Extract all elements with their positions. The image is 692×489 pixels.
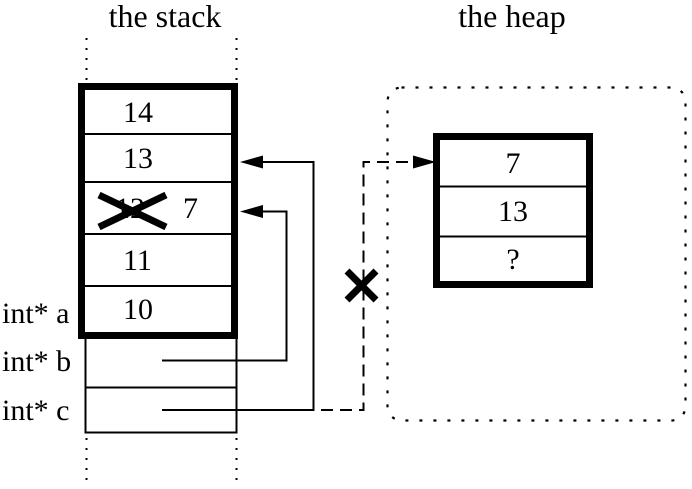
heap-cell-value: 13 — [498, 195, 528, 228]
stack-cell-value: 14 — [123, 96, 153, 129]
heap-box — [433, 133, 593, 288]
variable-labels: int* a int* b int* c — [2, 297, 71, 427]
stack-cell-value: 10 — [123, 293, 153, 326]
stack-region-boundary — [85, 38, 238, 487]
pointer-c-arrowhead-icon — [240, 155, 263, 169]
stack-title: the stack — [109, 0, 222, 34]
dangling-pointer-arrow — [321, 155, 436, 411]
cross-out-x-icon — [97, 191, 168, 231]
variable-label-c: int* c — [2, 394, 70, 427]
heap-block — [433, 133, 593, 288]
heap-title: the heap — [458, 0, 566, 34]
invalid-x-stroke — [344, 268, 379, 303]
variable-label-b: int* b — [2, 345, 71, 378]
stack-pointer-cells — [84, 339, 238, 434]
pointer-b-line — [162, 210, 288, 362]
stack-frame — [78, 83, 238, 339]
heap-cell-value: ? — [506, 243, 519, 276]
pointer-c-line — [162, 161, 315, 411]
pointer-b-arrowhead-icon — [240, 205, 263, 218]
invalid-pointer-x-icon — [344, 268, 379, 303]
stack-box — [78, 83, 238, 339]
dangling-pointer-dashed-line — [321, 161, 414, 411]
heap-cell-values: 7 13 ? — [498, 147, 528, 276]
stack-cell-new-value: 7 — [183, 192, 198, 225]
stack-cell-value: 11 — [123, 244, 152, 277]
cross-out-stroke — [97, 191, 168, 231]
variable-label-a: int* a — [2, 297, 70, 330]
heap-cell-value: 7 — [506, 147, 521, 180]
pointer-cells-outline — [84, 339, 238, 434]
stack-cell-value: 13 — [123, 142, 153, 175]
pointer-b-arrow — [162, 205, 288, 362]
pointer-c-arrow — [162, 155, 315, 411]
dangling-pointer-arrowhead-icon — [413, 155, 436, 169]
